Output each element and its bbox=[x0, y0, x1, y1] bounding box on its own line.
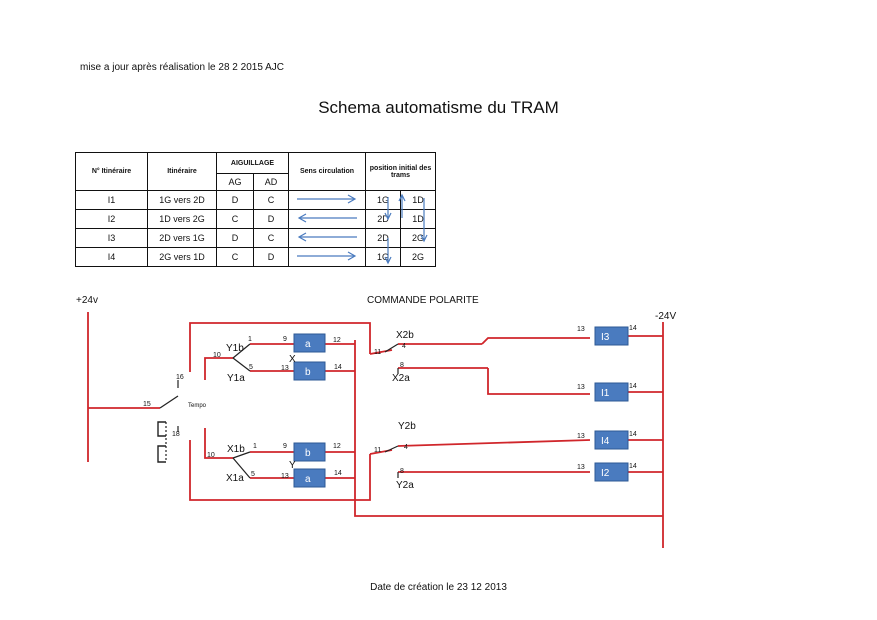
terminal-label: 14 bbox=[629, 325, 637, 332]
header-sens-circulation: Sens circulation bbox=[288, 152, 366, 191]
relay-group-x-label: X bbox=[289, 354, 296, 365]
relay-i3-label: I3 bbox=[601, 332, 610, 343]
relay-i1 bbox=[594, 382, 629, 402]
relay-ya bbox=[293, 468, 326, 488]
position-header-text: position initial des trams bbox=[369, 164, 432, 179]
wire-return bbox=[354, 340, 663, 517]
contact-y1b-label: Y1b bbox=[226, 343, 244, 354]
relay-xa bbox=[293, 333, 326, 353]
terminal-label: 4 bbox=[402, 343, 406, 350]
contact-x1a-label: X1a bbox=[226, 473, 244, 484]
row-itinerary: 2G vers 1D bbox=[147, 247, 217, 267]
contact-y1a bbox=[232, 357, 251, 372]
relay-group-y-label: Y bbox=[289, 460, 296, 471]
plus-24v-label: +24v bbox=[76, 295, 98, 306]
terminal-label: 13 bbox=[577, 464, 585, 471]
terminal-label: 4 bbox=[404, 444, 408, 451]
terminal-label: 13 bbox=[281, 473, 289, 480]
relay-xb bbox=[293, 361, 326, 381]
terminal-label: 13 bbox=[577, 433, 585, 440]
update-note: mise a jour après réalisation le 28 2 20… bbox=[80, 62, 285, 73]
terminal-label: 14 bbox=[629, 431, 637, 438]
contact-y2b bbox=[384, 445, 399, 453]
terminal-label: 15 bbox=[143, 401, 151, 408]
contact-x2a-label: X2a bbox=[392, 373, 410, 384]
header-itinerary-number: N° Itinéraire bbox=[75, 152, 148, 191]
relay-yb bbox=[293, 442, 326, 462]
terminal-label: 14 bbox=[334, 470, 342, 477]
terminal-label: 12 bbox=[333, 337, 341, 344]
wire-10-top bbox=[204, 357, 233, 380]
terminal-label: 13 bbox=[577, 326, 585, 333]
relay-i4 bbox=[594, 430, 629, 450]
relay-xb-label: b bbox=[305, 367, 311, 378]
creation-date: Date de création le 23 12 2013 bbox=[370, 582, 507, 593]
terminal-label: 9 bbox=[283, 443, 287, 450]
relay-i2 bbox=[594, 462, 629, 482]
terminal-label: 11 bbox=[374, 349, 381, 356]
terminal-label: 9 bbox=[283, 336, 287, 343]
terminal-label: 14 bbox=[629, 383, 637, 390]
arrow-left-icon bbox=[297, 213, 357, 223]
relay-yb-label: b bbox=[305, 448, 311, 459]
wire-10-bottom bbox=[204, 428, 233, 459]
contact-y1a-label: Y1a bbox=[227, 373, 245, 384]
relay-i4-label: I4 bbox=[601, 436, 610, 447]
itinerary-table: N° Itinéraire Itinéraire AIGUILLAGE Sens… bbox=[75, 152, 436, 267]
arrow-right-icon bbox=[297, 194, 357, 204]
contact-x1b-label: X1b bbox=[227, 444, 245, 455]
wire-bottom-loop bbox=[189, 440, 371, 501]
terminal-label: 8 bbox=[400, 362, 404, 369]
contact-x1b bbox=[232, 451, 251, 459]
terminal-label: 14 bbox=[334, 364, 342, 371]
row-ad: D bbox=[253, 247, 289, 267]
terminal-label: 13 bbox=[281, 365, 289, 372]
tempo-switch bbox=[157, 380, 179, 463]
terminal-label: 14 bbox=[629, 463, 637, 470]
relay-xa-label: a bbox=[305, 339, 311, 350]
row-direction bbox=[288, 247, 366, 267]
terminal-label: 8 bbox=[400, 468, 404, 475]
contact-y1b bbox=[232, 343, 251, 359]
terminal-label: 10 bbox=[213, 352, 221, 359]
minus-24v-label: -24V bbox=[655, 311, 676, 322]
table-row: I1 1G vers 2D D C 1G 1D bbox=[75, 190, 436, 210]
commande-polarite-label: COMMANDE POLARITE bbox=[367, 295, 479, 306]
row-position-2: 2G bbox=[400, 247, 436, 267]
contact-x2b-label: X2b bbox=[396, 330, 414, 341]
contact-x1a bbox=[232, 457, 251, 479]
terminal-label: 5 bbox=[249, 364, 253, 371]
terminal-label: 1 bbox=[248, 336, 252, 343]
contact-x2b bbox=[384, 343, 399, 353]
page-title: Schema automatisme du TRAM bbox=[318, 98, 559, 117]
terminal-label: 5 bbox=[251, 471, 255, 478]
relay-ya-label: a bbox=[305, 474, 311, 485]
terminal-label: 12 bbox=[333, 443, 341, 450]
table-row: I3 2D vers 1G D C 2D 2G bbox=[75, 228, 436, 248]
relay-i3 bbox=[594, 326, 629, 346]
terminal-label: 13 bbox=[577, 384, 585, 391]
contact-y2b-label: Y2b bbox=[398, 421, 416, 432]
terminal-label: 11 bbox=[374, 447, 381, 454]
wire-top-loop bbox=[189, 322, 371, 372]
arrow-right-icon bbox=[297, 251, 357, 261]
table-row: I4 2G vers 1D C D 1G 2G bbox=[75, 247, 436, 267]
header-itinerary: Itinéraire bbox=[147, 152, 217, 191]
relay-i1-label: I1 bbox=[601, 388, 610, 399]
tempo-label: Tempo bbox=[188, 403, 207, 409]
terminal-label: 18 bbox=[172, 431, 180, 438]
terminal-label: 16 bbox=[176, 374, 184, 381]
contact-y2a-label: Y2a bbox=[396, 480, 414, 491]
arrow-left-icon bbox=[297, 232, 357, 242]
terminal-label: 10 bbox=[207, 452, 215, 459]
relay-i2-label: I2 bbox=[601, 468, 610, 479]
terminal-label: 1 bbox=[253, 443, 257, 450]
